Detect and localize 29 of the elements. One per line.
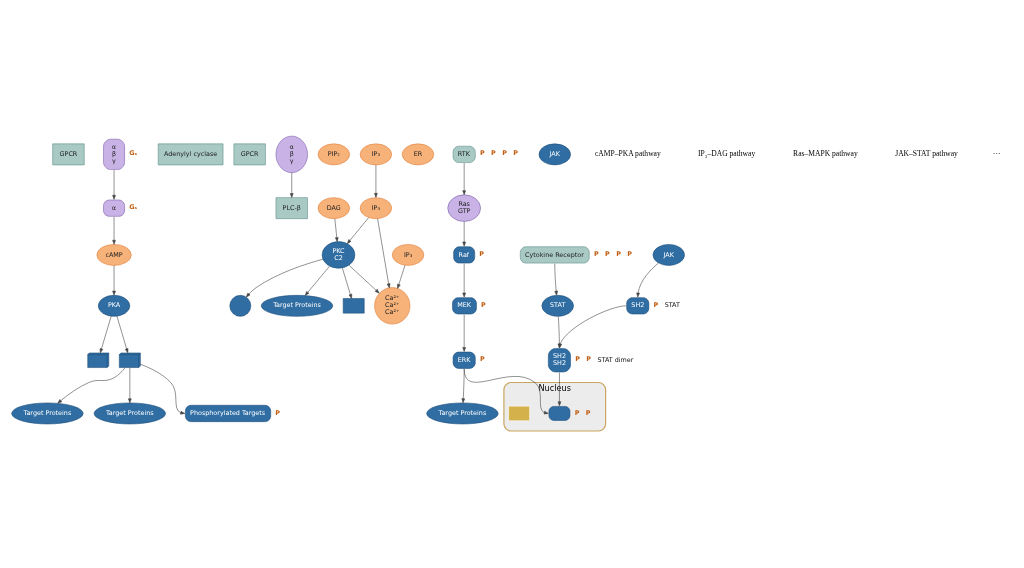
arrow [112, 169, 116, 200]
arrow [554, 262, 558, 295]
arrow [461, 368, 465, 403]
arrow [346, 216, 369, 244]
arrow [304, 265, 330, 296]
arrow [462, 313, 466, 352]
arrow [636, 262, 659, 297]
node-box [342, 297, 365, 313]
arrow [290, 172, 294, 198]
arrow [374, 164, 378, 198]
arrow [462, 220, 466, 246]
arrow [116, 315, 129, 353]
arrow [57, 366, 126, 404]
arrow [112, 216, 116, 245]
arrow [377, 217, 391, 288]
arrow [462, 262, 466, 297]
arrow [397, 264, 406, 289]
arrow [348, 264, 380, 293]
arrow [112, 264, 116, 295]
arrow [334, 218, 339, 242]
arrow [341, 267, 353, 299]
node-box [508, 405, 530, 421]
arrow [462, 162, 466, 195]
arrow [463, 368, 549, 414]
arrow [557, 371, 562, 406]
arrow [140, 363, 186, 414]
arrow [128, 366, 132, 403]
arrow [245, 258, 324, 297]
arrow [99, 315, 112, 353]
